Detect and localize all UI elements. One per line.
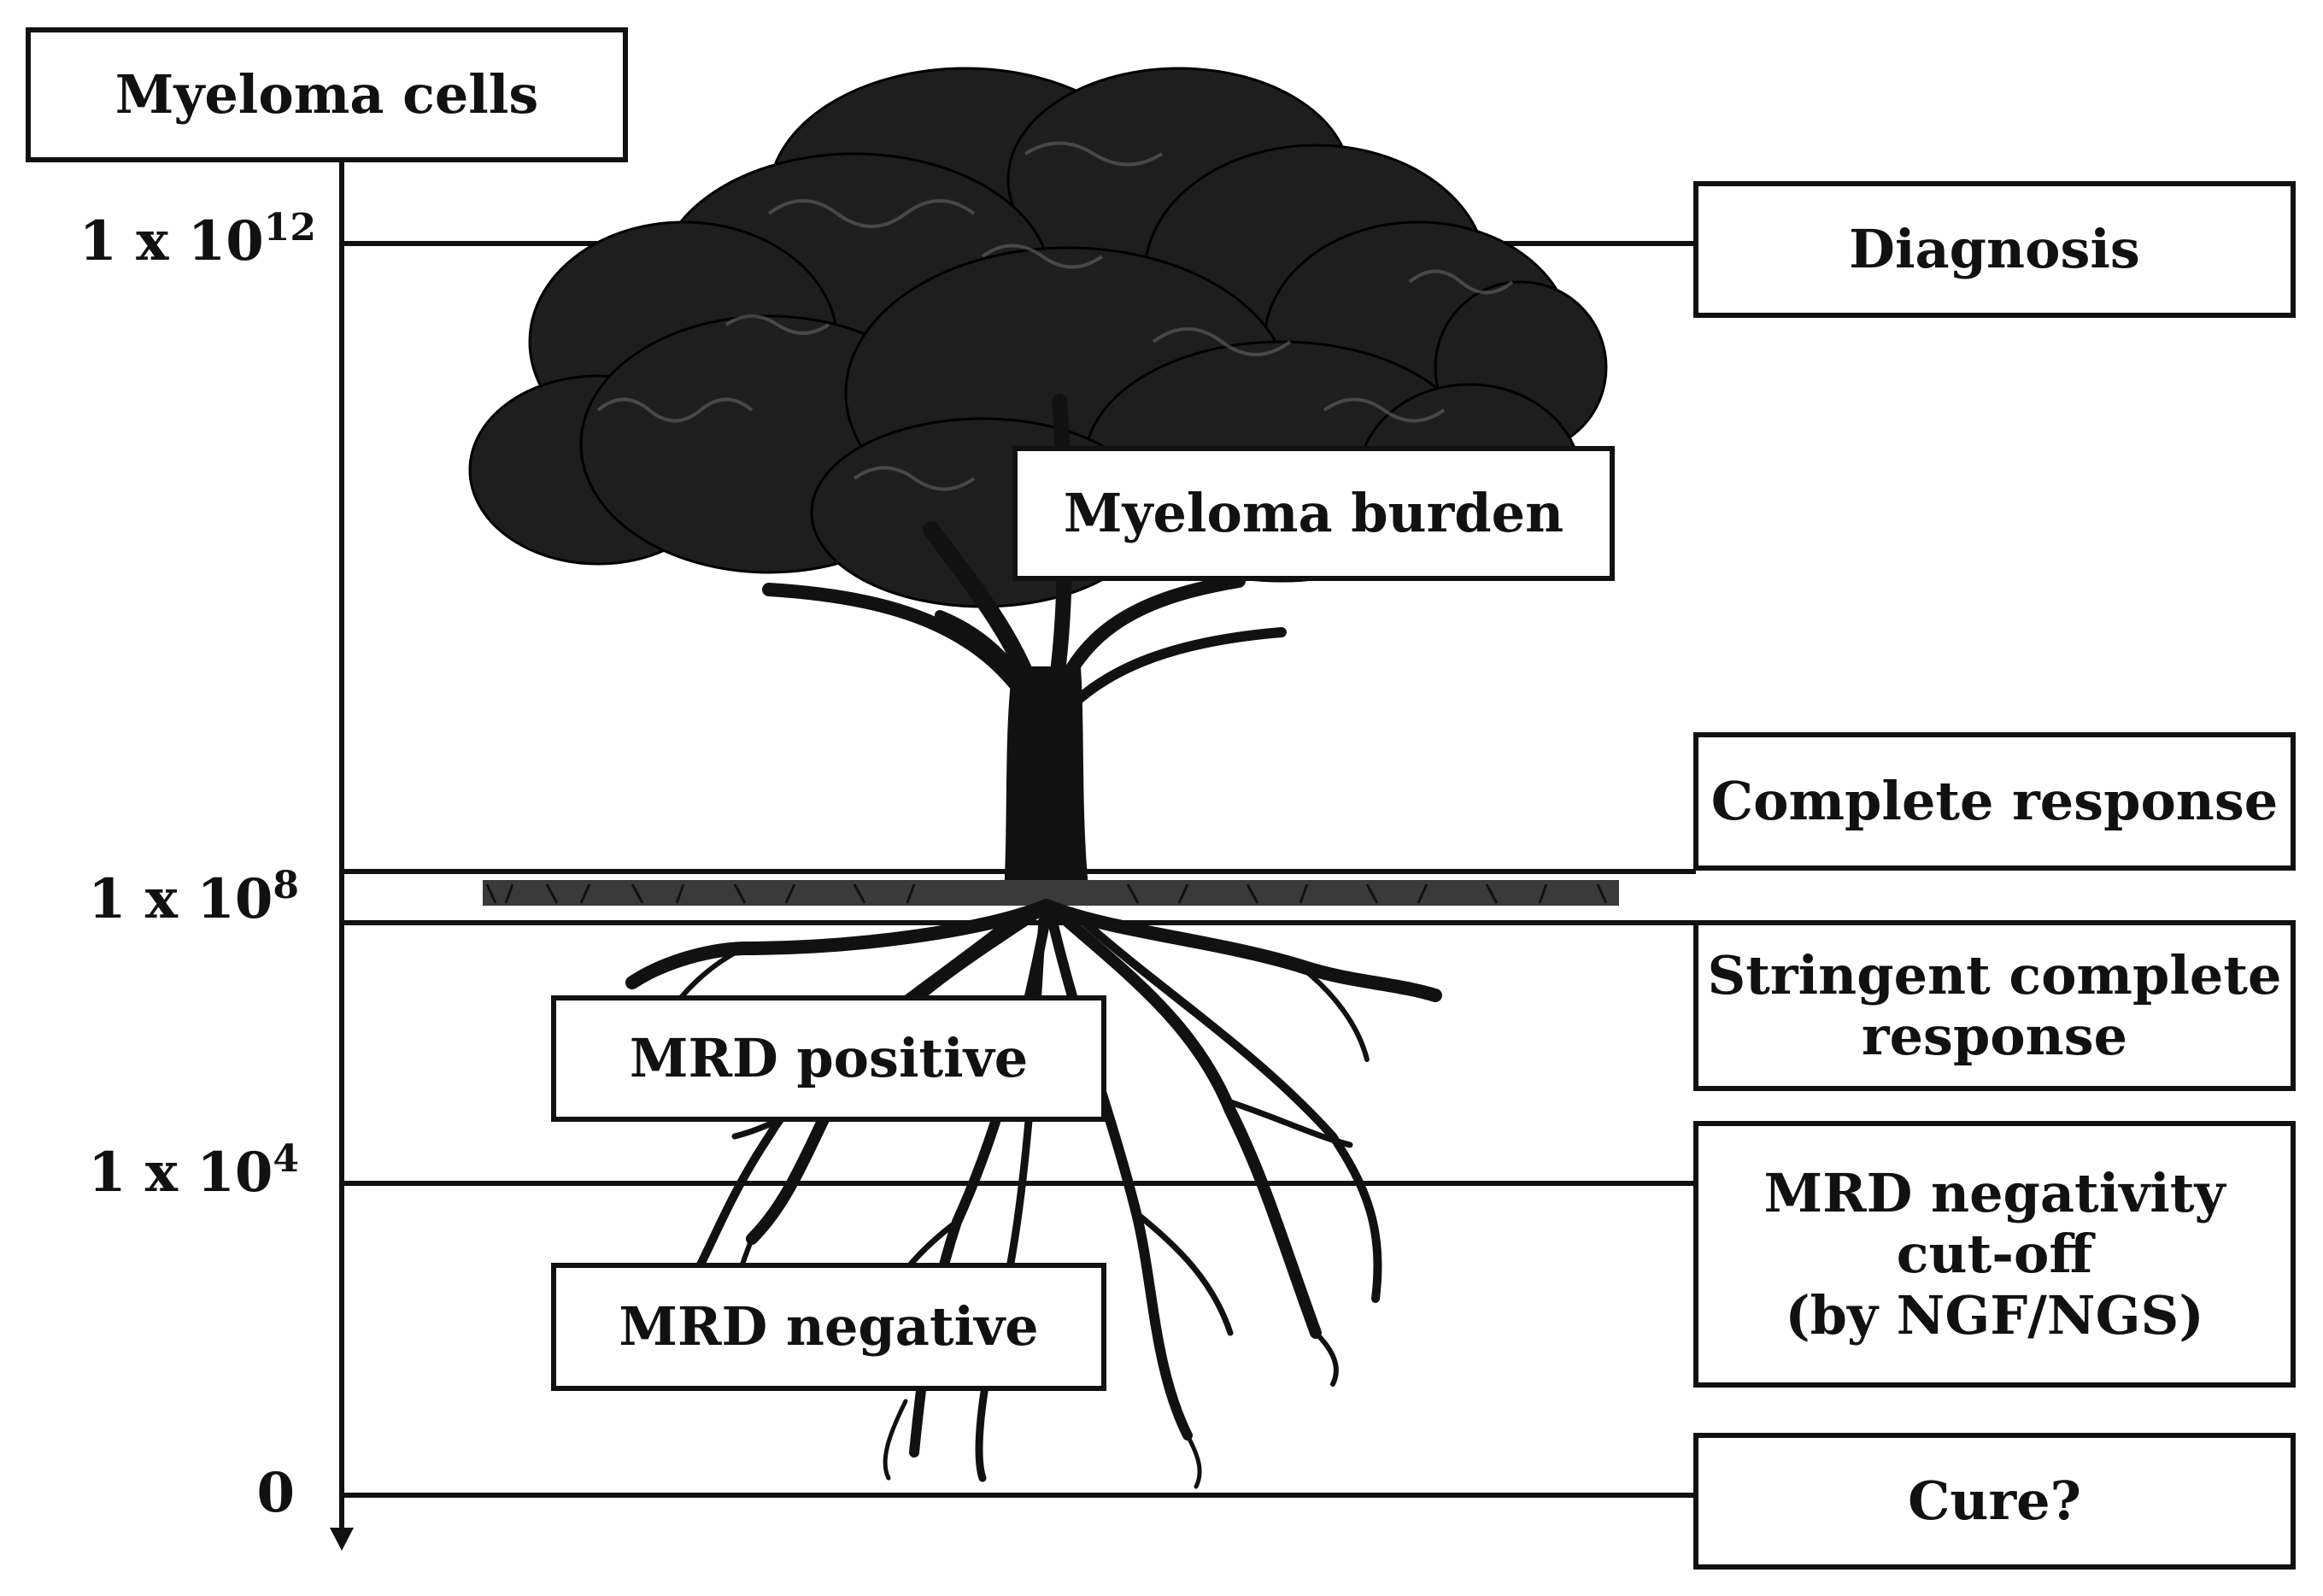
tree-canopy (468, 67, 1608, 608)
grass-texture (485, 883, 1608, 904)
stringent-complete-response-box: Stringent complete response (1693, 920, 2296, 1091)
axis-arrowhead (330, 1528, 354, 1551)
cure-box: Cure? (1693, 1433, 2296, 1570)
canopy-texture (596, 141, 1514, 491)
myeloma-burden-box: Myeloma burden (1012, 446, 1615, 581)
tick-1e4-base: 1 x 10 (88, 1141, 273, 1205)
mrd-cutoff-line-3: (by NGF/NGS) (1785, 1283, 2204, 1347)
mrd-negativity-cutoff-box: MRD negativity cut-off (by NGF/NGS) (1693, 1121, 2296, 1388)
tick-1e12: 1 x 1012 (68, 206, 316, 273)
diagnosis-label: Diagnosis (1849, 218, 2140, 281)
mrd-positive-label: MRD positive (629, 1027, 1029, 1090)
mrd-negative-label: MRD negative (619, 1295, 1039, 1358)
diagnosis-box: Diagnosis (1693, 181, 2296, 318)
cure-label: Cure? (1908, 1470, 2081, 1533)
stringent-line-2: response (1861, 1005, 2128, 1067)
myeloma-burden-label: Myeloma burden (1063, 482, 1564, 545)
tick-1e8-base: 1 x 10 (88, 867, 273, 931)
axis-title: Myeloma cells (114, 63, 539, 126)
tree-roots (625, 899, 1442, 1489)
tick-1e8-exp: 8 (273, 864, 299, 907)
tick-1e8: 1 x 108 (68, 864, 299, 931)
tick-zero: 0 (68, 1461, 295, 1525)
tick-1e4: 1 x 104 (68, 1137, 299, 1205)
mrd-cutoff-line-2: cut-off (1896, 1223, 2093, 1286)
mrd-negative-box: MRD negative (551, 1263, 1106, 1391)
tick-1e4-exp: 4 (273, 1137, 299, 1181)
stringent-line-1: Stringent complete (1707, 943, 2282, 1006)
axis-title-box: Myeloma cells (26, 27, 628, 162)
tick-zero-base: 0 (256, 1461, 295, 1525)
tick-1e12-exp: 12 (263, 206, 316, 249)
complete-response-box: Complete response (1693, 732, 2296, 871)
complete-response-label: Complete response (1710, 770, 2279, 833)
tree-trunk (1004, 666, 1089, 897)
mrd-positive-box: MRD positive (551, 995, 1106, 1122)
tick-1e12-base: 1 x 10 (79, 209, 264, 273)
mrd-cutoff-line-1: MRD negativity (1763, 1162, 2226, 1225)
